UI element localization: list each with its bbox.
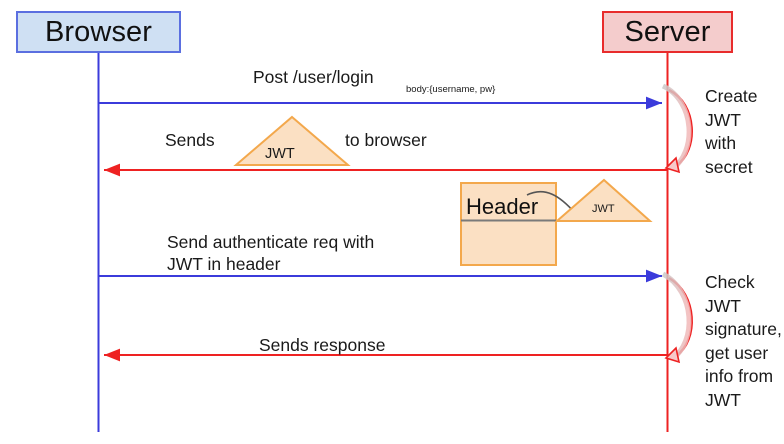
note-create-jwt: Create JWT with secret — [705, 86, 758, 177]
message-sends-jwt-label-after: to browser — [345, 130, 427, 150]
message-sends-response-label: Sends response — [259, 335, 386, 355]
jwt-token-1-label: JWT — [265, 146, 295, 162]
self-loop-create-jwt — [661, 83, 693, 174]
message-sends-jwt-label-before: Sends — [165, 130, 215, 150]
message-authenticate-req-line1: Send authenticate req with — [167, 232, 375, 252]
jwt-token-2-label: JWT — [592, 203, 615, 215]
http-header-shape — [460, 182, 557, 266]
participant-server-label: Server — [624, 15, 711, 48]
message-post-login-label: Post /user/login — [253, 67, 374, 87]
message-authenticate-req-line2: JWT in header — [167, 254, 281, 274]
participant-browser[interactable]: Browser — [16, 11, 181, 53]
jwt-token-2-shape — [554, 178, 653, 222]
self-loop-check-jwt — [661, 271, 693, 364]
http-header-label: Header — [466, 194, 539, 219]
jwt-token-1-shape — [233, 115, 351, 166]
message-post-login-body-label: body:{username, pw} — [406, 84, 496, 95]
note-check-jwt: Check JWT signature, get user info from … — [705, 272, 782, 410]
participant-server[interactable]: Server — [602, 11, 733, 53]
participant-browser-label: Browser — [44, 15, 153, 48]
